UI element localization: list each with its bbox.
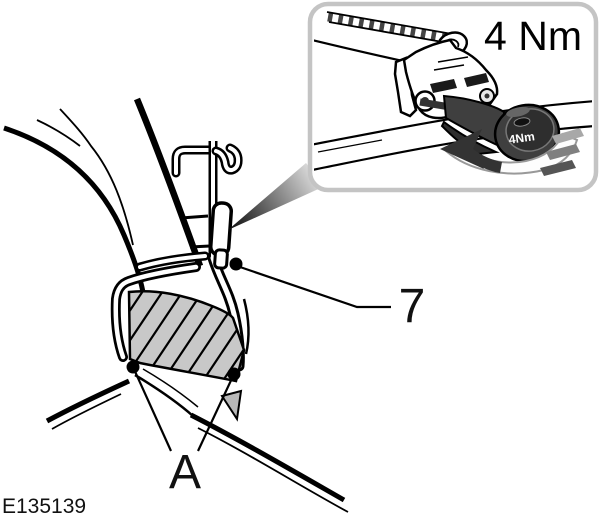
torque-detail-inset: 4Nm 4 Nm	[307, 1, 599, 193]
retaining-hook	[171, 145, 217, 178]
area-callout-a: A	[169, 446, 201, 499]
hook-end	[211, 143, 243, 175]
torque-key-tool: 4Nm	[419, 94, 561, 163]
part-callout-7: 7	[399, 280, 426, 333]
bracket-slot-left	[430, 79, 457, 93]
tool-face-label: 4Nm	[508, 129, 536, 146]
pillar-line	[133, 97, 204, 268]
channel-flange	[110, 251, 250, 362]
callout-dot-7	[229, 257, 243, 271]
lower-body-lines	[45, 368, 349, 513]
callout-leaders	[126, 257, 391, 452]
rotation-arrow	[440, 128, 584, 176]
outer-bulge-line	[242, 298, 250, 355]
seal-wedge	[220, 389, 243, 422]
figure-code: E135139	[2, 495, 86, 518]
bracket-slot-right	[464, 73, 489, 87]
torque-value-label: 4 Nm	[484, 13, 582, 59]
clip-body	[208, 201, 234, 270]
inset-pointer	[228, 163, 325, 230]
inset-art: 4Nm	[314, 11, 592, 176]
rubber-strip	[326, 11, 455, 45]
bracket-rungs	[180, 214, 211, 249]
